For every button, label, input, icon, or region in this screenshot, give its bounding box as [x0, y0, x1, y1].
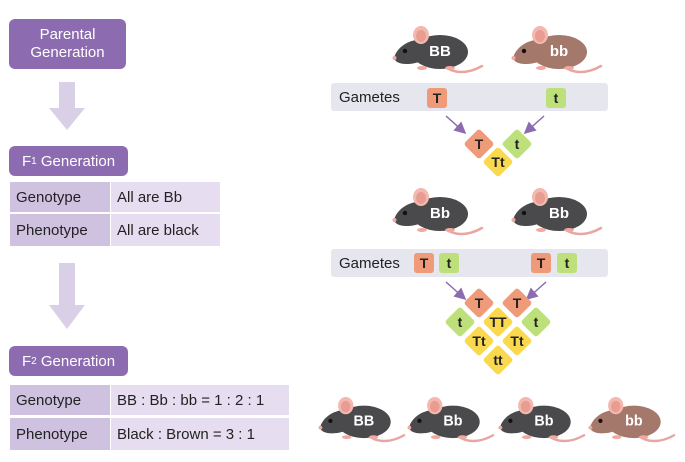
gametes-label-2: Gametes	[339, 254, 400, 272]
down-arrow-2	[49, 263, 85, 329]
cross2-t-right-label: t	[533, 314, 539, 330]
parental-line-1: Parental	[39, 26, 96, 43]
f1-title-post: Generation	[36, 152, 116, 170]
cross2-tt-label: tt	[493, 352, 503, 368]
gamete2-right-t: t	[557, 253, 577, 273]
parent-label-2: bb	[550, 43, 568, 60]
f2-phenotype-label: Phenotype	[10, 418, 110, 450]
gamete-dominant-1: T	[427, 88, 447, 108]
f2-mouse-label-1: BB	[354, 414, 375, 430]
f1-genotype-label: Genotype	[10, 182, 110, 212]
gamete2-left-T: T	[414, 253, 434, 273]
parent-mouse-black: BB	[392, 22, 484, 76]
f1-mouse-1: Bb	[392, 184, 484, 238]
cross1-t-label: t	[514, 136, 520, 152]
cross1-Tt-label: Tt	[491, 154, 505, 170]
f2-genotype-label: Genotype	[10, 385, 110, 415]
f2-title-sub: 2	[31, 355, 37, 367]
cross2-Tt-left-label: Tt	[472, 333, 486, 349]
down-arrow-1	[49, 82, 85, 130]
f2-mouse-2: Bb	[407, 393, 495, 445]
cross2-Tt-right-label: Tt	[510, 333, 524, 349]
gamete2-right-T: T	[531, 253, 551, 273]
f1-mouse-label-1: Bb	[430, 205, 450, 222]
f1-mouse-label-2: Bb	[549, 205, 569, 222]
f2-title-pre: F	[21, 352, 32, 370]
gametes-bar-1: Gametes	[331, 83, 608, 111]
gamete2-left-t: t	[439, 253, 459, 273]
f1-mouse-2: Bb	[511, 184, 603, 238]
f1-phenotype-value: All are black	[111, 214, 220, 246]
parental-line-2: Generation	[30, 44, 105, 61]
f2-mouse-label-3: Bb	[534, 414, 553, 430]
f1-phenotype-label: Phenotype	[10, 214, 110, 246]
parental-generation-label: Parental Generation	[9, 19, 126, 69]
cross2-TT-label: TT	[489, 314, 507, 330]
cross2-T-right-label: T	[512, 295, 522, 311]
f2-mouse-1: BB	[318, 393, 406, 445]
f2-genotype-value: BB : Bb : bb = 1 : 2 : 1	[111, 385, 289, 415]
f1-title-sub: 1	[31, 155, 37, 167]
parent-mouse-brown: bb	[511, 22, 603, 76]
cross1-T-label: T	[474, 136, 484, 152]
cross2-arrows	[445, 281, 547, 300]
f2-mouse-label-2: Bb	[443, 414, 462, 430]
f2-mouse-3: Bb	[498, 393, 586, 445]
f1-title-pre: F	[21, 152, 32, 170]
cross2-T-left-label: T	[474, 295, 484, 311]
cross2-t-left-label: t	[457, 314, 463, 330]
f2-mouse-4: bb	[588, 393, 676, 445]
gamete-recessive-1: t	[546, 88, 566, 108]
f1-genotype-value: All are Bb	[111, 182, 220, 212]
parent-label-1: BB	[429, 43, 451, 60]
f2-mouse-label-4: bb	[625, 414, 643, 430]
cross1-arrows	[445, 115, 545, 134]
f2-title-post: Generation	[36, 352, 116, 370]
f2-phenotype-value: Black : Brown = 3 : 1	[111, 418, 289, 450]
gametes-label-1: Gametes	[339, 88, 400, 106]
